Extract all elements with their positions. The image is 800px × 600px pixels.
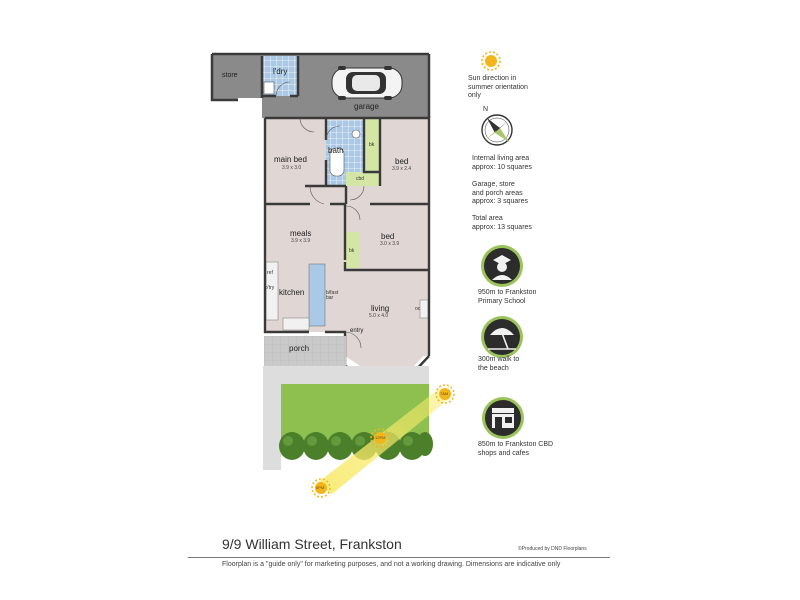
- toilet: [351, 129, 361, 139]
- sun-6pm-label: 6PM: [316, 485, 325, 490]
- laundry-label: l'dry: [273, 67, 288, 76]
- car-icon: [331, 66, 403, 100]
- sun-icon: [481, 51, 501, 71]
- cbd-label: cbd: [356, 176, 365, 182]
- laundry-trough: [263, 81, 275, 95]
- robe-bk2: [346, 232, 360, 268]
- front-paving: [263, 366, 429, 384]
- bfast-bar-label: b/fast bar: [326, 290, 339, 301]
- compass-icon: [481, 114, 513, 146]
- garage-area-text: Garage, store and porch areas approx: 3 …: [472, 181, 529, 205]
- living-dim: 5.0 x 4.0: [369, 313, 389, 319]
- kitchen-label: kitchen: [279, 288, 305, 297]
- robe-bk1: [364, 118, 380, 172]
- sun-7am-label: 7AM: [440, 391, 449, 396]
- bed1-dim: 3.9 x 2.4: [392, 166, 412, 172]
- entry-label: entry: [350, 328, 364, 334]
- producer-credit: ©Produced by DND Floorplans: [518, 546, 587, 552]
- bath-label: bath: [328, 146, 344, 155]
- robe-label: bk: [369, 142, 375, 148]
- robe2-label: bk: [349, 248, 355, 254]
- total-area-text: Total area approx: 13 squares: [472, 215, 532, 231]
- house-rooms: [263, 116, 431, 374]
- bed2-label: bed: [381, 232, 395, 241]
- cbd-cupboard: [346, 172, 380, 186]
- ref-label: ref: [267, 270, 273, 276]
- store-floor: [212, 54, 262, 100]
- porch-label: porch: [289, 344, 310, 353]
- oc-label: oc: [415, 306, 421, 312]
- oc-cabinet: [419, 299, 429, 319]
- compass-north-label: N: [483, 106, 489, 113]
- sun-12pm-label: 12PM: [375, 435, 386, 440]
- bathtub: [329, 147, 345, 177]
- internal-area-text: Internal living area approx: 10 squares: [472, 155, 532, 171]
- sun-12pm-icon: [370, 428, 390, 448]
- pantry-label: p'try: [265, 285, 275, 291]
- meals-label: meals: [290, 229, 312, 238]
- breakfast-bar: [308, 263, 326, 327]
- bed2-dim: 3.0 x 3.9: [380, 241, 400, 247]
- main-bed-dim: 3.9 x 3.0: [282, 165, 302, 171]
- garage-label: garage: [354, 102, 379, 111]
- property-address-title: 9/9 William Street, Frankston: [222, 536, 402, 552]
- main-bed-label: main bed: [274, 155, 307, 164]
- kitchen-sink-bench: [282, 317, 310, 331]
- sun-6pm-icon: [311, 478, 331, 498]
- store-label: store: [222, 72, 238, 79]
- sun-note: Sun direction in summer orientation only: [468, 75, 528, 99]
- footer-divider: [188, 557, 610, 558]
- beach-umbrella-icon: [481, 316, 523, 358]
- shops-text: 850m to Frankston CBD shops and cafes: [478, 441, 554, 457]
- sun-7am-icon: [435, 384, 455, 404]
- living-label: living: [371, 304, 390, 313]
- bed1-label: bed: [395, 157, 409, 166]
- school-text: 950m to Frankston Primary School: [478, 289, 537, 305]
- beach-text: 300m walk to the beach: [478, 356, 520, 372]
- side-path: [263, 366, 281, 470]
- meals-dim: 3.9 x 3.9: [291, 238, 311, 244]
- graduate-icon: [481, 245, 523, 287]
- shop-icon: [482, 397, 524, 439]
- porch-floor: [264, 336, 346, 366]
- disclaimer-text: Floorplan is a "guide only" for marketin…: [222, 561, 561, 568]
